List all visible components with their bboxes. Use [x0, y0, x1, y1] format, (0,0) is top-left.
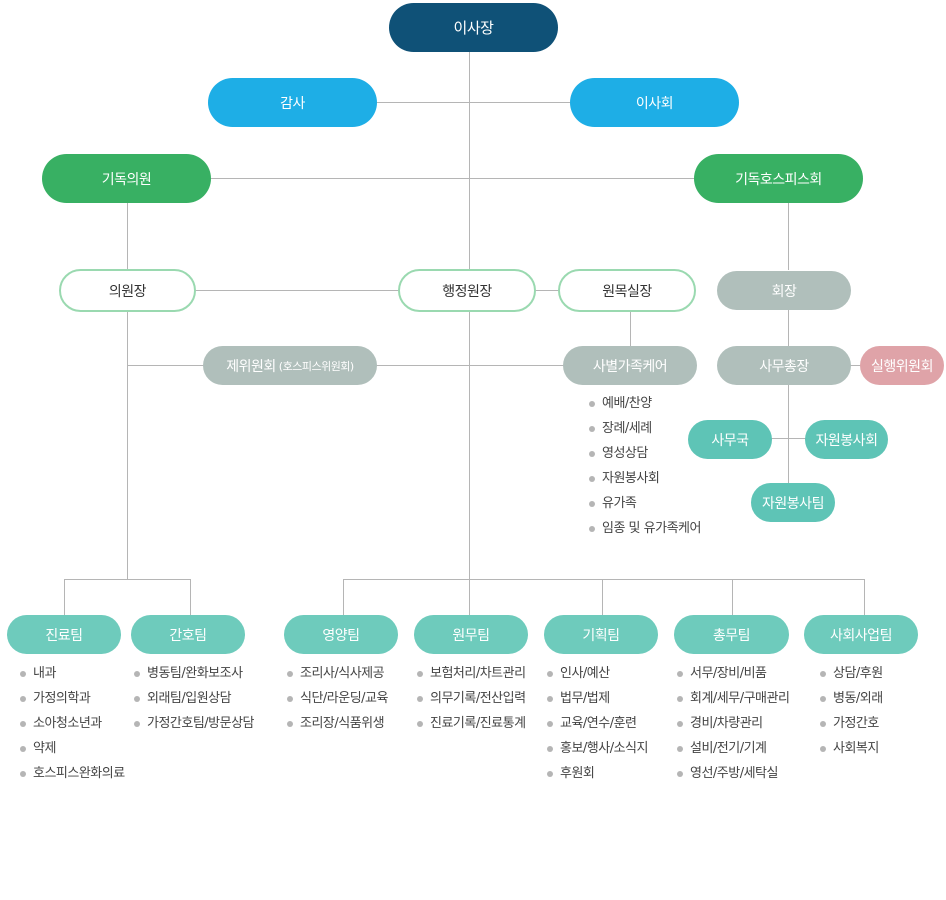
committee-sub-label: (호스피스위원회) [278, 359, 354, 373]
list-item: 영성상담 [589, 441, 701, 466]
list-item: 의무기록/전산입력 [417, 686, 526, 711]
admin-director-node: 행정원장 [398, 269, 536, 312]
list-item: 가정의학과 [20, 686, 125, 711]
team-social-work-list: 상담/후원 병동/외래 가정간호 사회복지 [820, 661, 883, 761]
list-item: 조리장/식품위생 [287, 711, 388, 736]
team-general-affairs: 총무팀 [674, 615, 789, 654]
auditor-label: 감사 [280, 95, 305, 112]
president-node: 회장 [717, 271, 851, 310]
team-label: 영양팀 [322, 627, 360, 644]
team-label: 기획팀 [582, 627, 620, 644]
volunteer-team-node: 자원봉사팀 [751, 483, 835, 522]
chaplain-node: 원목실장 [558, 269, 696, 312]
team-label: 원무팀 [452, 627, 490, 644]
team-medical-list: 내과 가정의학과 소아청소년과 약제 호스피스완화의료 [20, 661, 125, 786]
list-item: 식단/라운딩/교육 [287, 686, 388, 711]
list-item: 영선/주방/세탁실 [677, 761, 789, 786]
list-item: 예배/찬양 [589, 391, 701, 416]
team-planning-list: 인사/예산 법무/법제 교육/연수/훈련 홍보/행사/소식지 후원회 [547, 661, 648, 786]
team-nursing-list: 병동팀/완화보조사 외래팀/입원상담 가정간호팀/방문상담 [134, 661, 255, 736]
auditor-node: 감사 [208, 78, 377, 127]
committee-node: 제위원회(호스피스위원회) [203, 346, 377, 385]
team-label: 간호팀 [169, 627, 207, 644]
family-care-label: 사별가족케어 [592, 358, 668, 375]
executive-committee-label: 실행위원회 [871, 358, 933, 375]
list-item: 조리사/식사제공 [287, 661, 388, 686]
christian-hospice-label: 기독호스피스회 [735, 171, 822, 188]
list-item: 장례/세례 [589, 416, 701, 441]
board-node: 이사회 [570, 78, 739, 127]
christian-hospice-node: 기독호스피스회 [694, 154, 863, 203]
list-item: 소아청소년과 [20, 711, 125, 736]
team-label: 사회사업팀 [830, 627, 892, 644]
admin-director-label: 행정원장 [442, 283, 492, 300]
list-item: 교육/연수/훈련 [547, 711, 648, 736]
list-item: 가정간호팀/방문상담 [134, 711, 255, 736]
team-administration-list: 보험처리/차트관리 의무기록/전산입력 진료기록/진료통계 [417, 661, 526, 736]
director-label: 의원장 [108, 283, 147, 300]
list-item: 가정간호 [820, 711, 883, 736]
team-label: 진료팀 [45, 627, 83, 644]
list-item: 인사/예산 [547, 661, 648, 686]
list-item: 진료기록/진료통계 [417, 711, 526, 736]
list-item: 자원봉사회 [589, 466, 701, 491]
list-item: 법무/법제 [547, 686, 648, 711]
family-care-node: 사별가족케어 [563, 346, 697, 385]
executive-committee-node: 실행위원회 [860, 346, 944, 385]
list-item: 상담/후원 [820, 661, 883, 686]
christian-clinic-node: 기독의원 [42, 154, 211, 203]
list-item: 후원회 [547, 761, 648, 786]
volunteer-society-label: 자원봉사회 [815, 432, 878, 449]
team-nursing: 간호팀 [131, 615, 245, 654]
team-nutrition-list: 조리사/식사제공 식단/라운딩/교육 조리장/식품위생 [287, 661, 388, 736]
team-general-affairs-list: 서무/장비/비품 회계/세무/구매관리 경비/차량관리 설비/전기/기계 영선/… [677, 661, 790, 786]
list-item: 임종 및 유가족케어 [589, 516, 701, 541]
christian-clinic-label: 기독의원 [101, 171, 152, 188]
list-item: 사회복지 [820, 736, 883, 761]
board-label: 이사회 [635, 95, 674, 112]
list-item: 유가족 [589, 491, 701, 516]
list-item: 외래팀/입원상담 [134, 686, 254, 711]
list-item: 호스피스완화의료 [20, 761, 125, 786]
secretariat-node: 사무국 [688, 420, 772, 459]
list-item: 홍보/행사/소식지 [547, 736, 648, 761]
list-item: 병동/외래 [820, 686, 883, 711]
director-node: 의원장 [59, 269, 196, 312]
chaplain-label: 원목실장 [602, 283, 652, 300]
list-item: 보험처리/차트관리 [417, 661, 526, 686]
list-item: 회계/세무/구매관리 [677, 686, 790, 711]
family-care-list: 예배/찬양 장례/세례 영성상담 자원봉사회 유가족 임종 및 유가족케어 [589, 391, 701, 541]
volunteer-team-label: 자원봉사팀 [762, 495, 824, 512]
secretary-general-label: 사무총장 [759, 358, 809, 375]
committee-label: 제위원회 [226, 358, 276, 375]
team-nutrition: 영양팀 [284, 615, 398, 654]
team-label: 총무팀 [712, 627, 751, 644]
team-social-work: 사회사업팀 [804, 615, 918, 654]
president-label: 회장 [771, 283, 797, 300]
secretary-general-node: 사무총장 [717, 346, 851, 385]
list-item: 서무/장비/비품 [677, 661, 789, 686]
chairman-label: 이사장 [453, 19, 494, 37]
chairman-node: 이사장 [389, 3, 558, 52]
list-item: 설비/전기/기계 [677, 736, 789, 761]
list-item: 내과 [20, 661, 125, 686]
volunteer-society-node: 자원봉사회 [805, 420, 888, 459]
team-administration: 원무팀 [414, 615, 528, 654]
list-item: 경비/차량관리 [677, 711, 789, 736]
team-medical: 진료팀 [7, 615, 121, 654]
team-planning: 기획팀 [544, 615, 658, 654]
list-item: 약제 [20, 736, 125, 761]
list-item: 병동팀/완화보조사 [134, 661, 254, 686]
secretariat-label: 사무국 [711, 432, 749, 449]
